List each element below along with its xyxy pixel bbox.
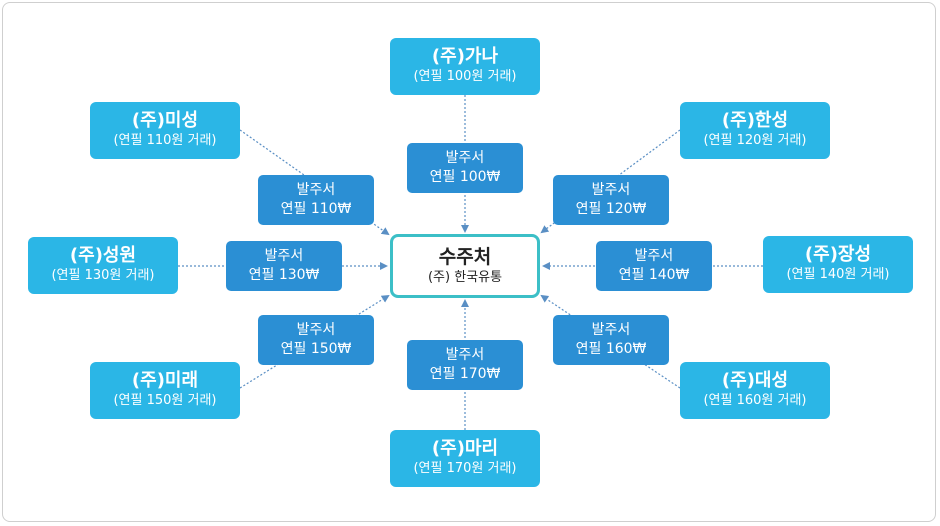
supplier-daeseong: (주)대성 (연필 160원 거래): [680, 362, 830, 419]
connector-mirae: [239, 294, 390, 389]
supplier-deal: (연필 130원 거래): [51, 268, 155, 283]
supplier-deal: (연필 120원 거래): [703, 133, 807, 148]
order-amount: 연필 170₩: [429, 366, 501, 382]
order-mirae: 발주서 연필 150₩: [258, 315, 374, 365]
supplier-deal: (연필 160원 거래): [703, 393, 807, 408]
center-subtitle: (주) 한국유통: [427, 270, 503, 285]
order-label: 발주서: [445, 150, 485, 166]
supplier-deal: (연필 140원 거래): [786, 267, 890, 282]
supplier-gana: (주)가나 (연필 100원 거래): [390, 38, 540, 95]
order-amount: 연필 110₩: [280, 201, 352, 217]
order-jangseong: 발주서 연필 140₩: [596, 241, 712, 291]
supplier-deal: (연필 170원 거래): [413, 461, 517, 476]
supplier-name: (주)한성: [721, 110, 789, 131]
order-mari: 발주서 연필 170₩: [407, 340, 523, 390]
order-label: 발주서: [634, 248, 674, 264]
supplier-name: (주)대성: [721, 370, 789, 391]
supplier-name: (주)성원: [69, 245, 137, 266]
supplier-deal: (연필 150원 거래): [113, 393, 217, 408]
supplier-mari: (주)마리 (연필 170원 거래): [390, 430, 540, 487]
order-gana: 발주서 연필 100₩: [407, 143, 523, 193]
order-amount: 연필 120₩: [575, 201, 647, 217]
order-daeseong: 발주서 연필 160₩: [553, 315, 669, 365]
supplier-name: (주)미래: [131, 370, 199, 391]
center-title: 수주처: [438, 246, 492, 268]
supplier-deal: (연필 100원 거래): [413, 69, 517, 84]
order-amount: 연필 140₩: [618, 267, 690, 283]
order-label: 발주서: [296, 322, 336, 338]
order-miseong: 발주서 연필 110₩: [258, 175, 374, 225]
supplier-miseong: (주)미성 (연필 110원 거래): [90, 102, 240, 159]
order-amount: 연필 130₩: [248, 267, 320, 283]
order-label: 발주서: [296, 182, 336, 198]
supplier-deal: (연필 110원 거래): [113, 133, 217, 148]
order-label: 발주서: [445, 347, 485, 363]
supplier-seongwon: (주)성원 (연필 130원 거래): [28, 237, 178, 294]
order-amount: 연필 150₩: [280, 341, 352, 357]
order-amount: 연필 160₩: [575, 341, 647, 357]
supplier-jangseong: (주)장성 (연필 140원 거래): [763, 236, 913, 293]
center-node: 수주처 (주) 한국유통: [390, 234, 540, 298]
order-hanseong: 발주서 연필 120₩: [553, 175, 669, 225]
order-seongwon: 발주서 연필 130₩: [226, 241, 342, 291]
supplier-name: (주)장성: [804, 244, 872, 265]
order-label: 발주서: [591, 182, 631, 198]
order-amount: 연필 100₩: [429, 169, 501, 185]
order-label: 발주서: [591, 322, 631, 338]
order-label: 발주서: [264, 248, 304, 264]
supplier-hanseong: (주)한성 (연필 120원 거래): [680, 102, 830, 159]
supplier-name: (주)가나: [431, 46, 499, 67]
supplier-mirae: (주)미래 (연필 150원 거래): [90, 362, 240, 419]
supplier-name: (주)마리: [431, 438, 499, 459]
supplier-name: (주)미성: [131, 110, 199, 131]
